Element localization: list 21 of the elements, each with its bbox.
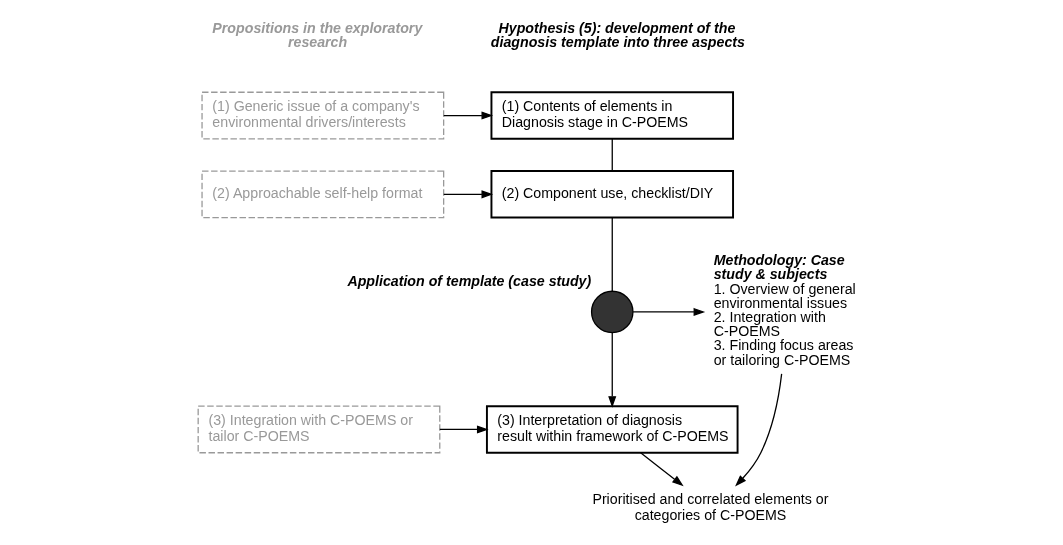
- arrow: [443, 190, 494, 199]
- node-box: (1) Contents of elements in Diagnosis stage in C-POEMS: [490, 91, 734, 140]
- arrow: [608, 332, 617, 408]
- node-text: Prioritised and correlated elements or categories of C-POEMS: [592, 491, 829, 523]
- label: Hypothesis (5): development of the diagnosis template into three aspects: [490, 19, 745, 50]
- arrow: [632, 307, 706, 316]
- node-circle: [590, 290, 634, 334]
- node-box: (1) Generic issue of a company's environmental drivers/interests: [201, 91, 445, 140]
- arrow: [735, 373, 783, 487]
- connector: [611, 138, 613, 172]
- node-text: Methodology: Case study & subjects 1. Overview of general environmental issues 2. Integration with C-POEMS 3. Finding focus areas or tailoring C-POEMS: [713, 252, 856, 368]
- node-label: Application of template (case study): [347, 272, 592, 289]
- arrow: [443, 111, 494, 120]
- arrow: [640, 452, 684, 487]
- node-box: (3) Integration with C-POEMS or tailor C-POEMS: [197, 405, 441, 454]
- label: Propositions in the exploratory research: [212, 19, 423, 50]
- node-box: (3) Interpretation of diagnosis result within framework of C-POEMS: [485, 405, 739, 454]
- node-box: (2) Component use, checklist/DIY: [490, 170, 734, 219]
- node-box: (2) Approachable self-help format: [201, 170, 445, 219]
- connector: [611, 217, 613, 292]
- arrow: [439, 425, 489, 434]
